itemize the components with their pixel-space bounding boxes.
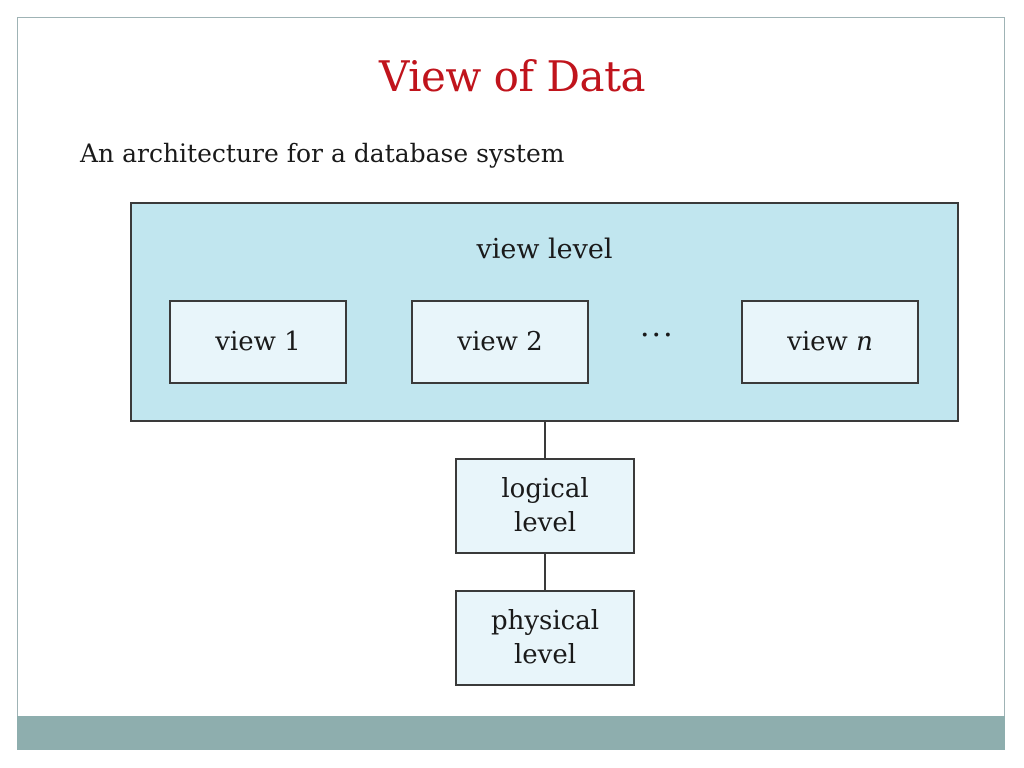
physical-level-box: physical level <box>455 590 635 686</box>
physical-level-line2: level <box>513 640 577 670</box>
view-n-label: view n <box>787 327 873 357</box>
slide-subtitle: An architecture for a database system <box>80 139 565 168</box>
view-1-label: view 1 <box>215 327 301 357</box>
view-1-box: view 1 <box>169 300 347 384</box>
footer-bar <box>17 716 1005 750</box>
view-n-box: view n <box>741 300 919 384</box>
slide-title: View of Data <box>379 52 646 101</box>
physical-level-line1: physical <box>490 606 600 636</box>
logical-level-label: logical level <box>501 472 588 540</box>
logical-level-line2: level <box>513 508 577 538</box>
logical-level-line1: logical <box>501 474 589 504</box>
view-2-label: view 2 <box>457 327 543 357</box>
connector-view-to-logical <box>544 421 546 459</box>
physical-level-label: physical level <box>491 604 599 672</box>
view-level-label: view level <box>476 234 613 265</box>
logical-level-box: logical level <box>455 458 635 554</box>
view-2-box: view 2 <box>411 300 589 384</box>
view-n-label-prefix: view <box>787 327 857 357</box>
view-n-label-italic: n <box>856 327 873 357</box>
views-ellipsis: ··· <box>640 318 675 353</box>
connector-logical-to-physical <box>544 553 546 591</box>
